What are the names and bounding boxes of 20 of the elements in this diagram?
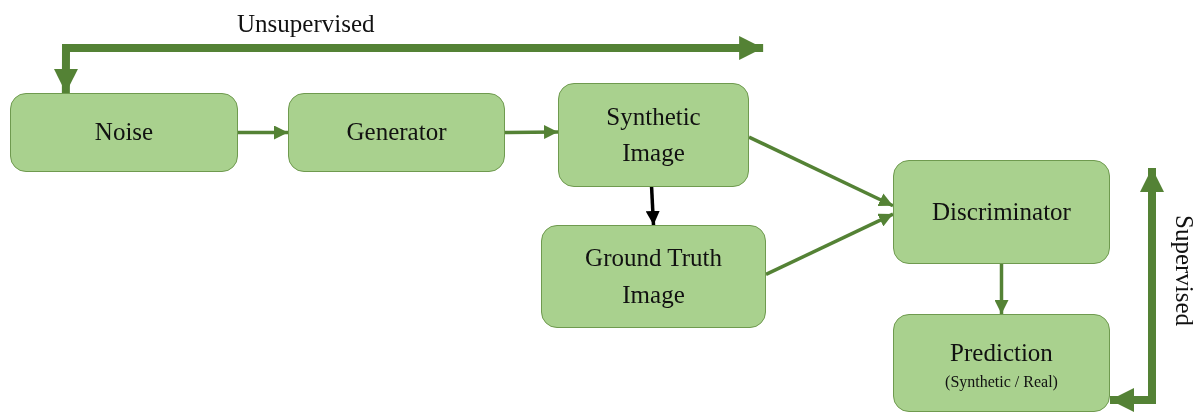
node-label: Prediction (950, 338, 1053, 369)
arrow (748, 135, 894, 208)
process-box (893, 160, 1110, 264)
arrow (53, 36, 764, 93)
arrow (765, 212, 894, 277)
process-box (893, 314, 1110, 412)
arrow (645, 186, 660, 226)
arrow (994, 264, 1009, 314)
process-box (288, 93, 505, 172)
node-label: Generator (346, 117, 447, 148)
arrow (238, 125, 288, 140)
node-label: Discriminator (932, 196, 1071, 227)
node-label: Synthetic Image (605, 101, 702, 168)
node-label: Ground Truth Image (584, 243, 723, 310)
node-label: Noise (94, 117, 154, 148)
process-box (558, 83, 749, 187)
process-box (10, 93, 238, 172)
node-subtitle: (Synthetic / Real) (945, 371, 1058, 391)
process-box (541, 225, 766, 328)
arrow (505, 125, 558, 140)
